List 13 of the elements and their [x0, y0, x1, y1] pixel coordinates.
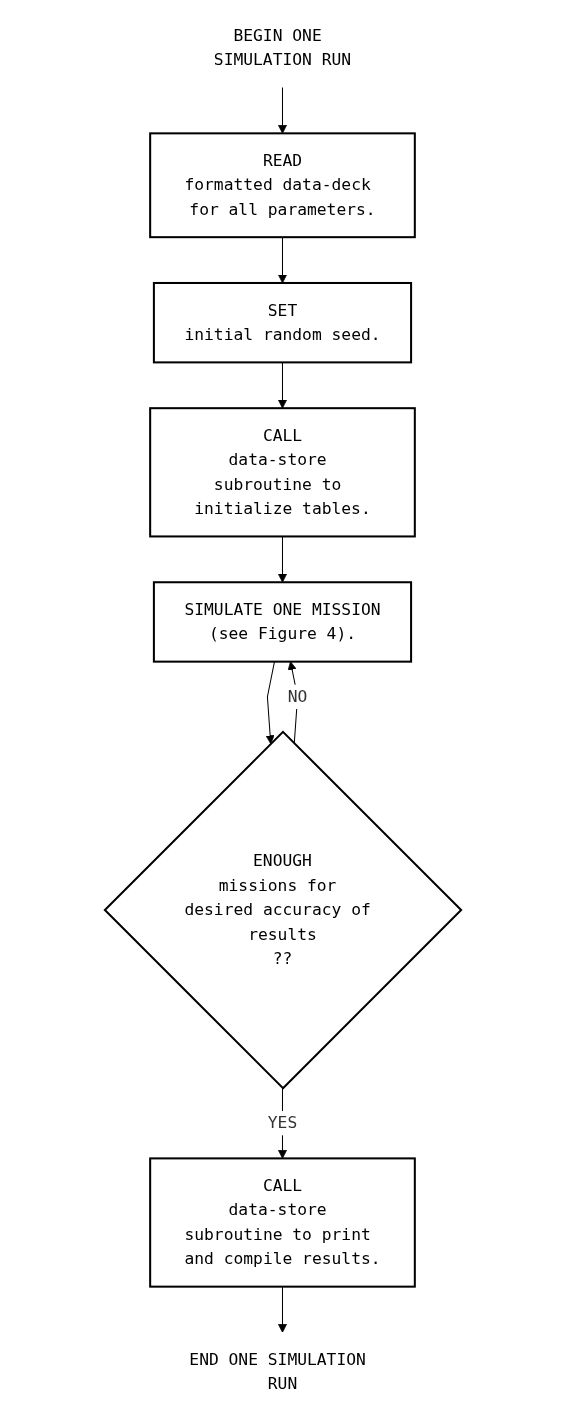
node-box: READ formatted data-deck for all parameters. — [149, 132, 416, 239]
node-box: SIMULATE ONE MISSION (see Figure 4). — [152, 581, 413, 663]
edge-label: YES — [267, 1113, 298, 1133]
arrow — [265, 661, 275, 745]
node-text: END ONE SIMULATION RUN — [189, 1349, 366, 1394]
node-box: CALL data-store subroutine to initialize tables. — [149, 407, 416, 538]
node-box: CALL data-store subroutine to print and compile results. — [149, 1157, 416, 1288]
node-box: SET initial random seed. — [152, 281, 413, 364]
arrow — [278, 87, 287, 134]
edge-label: NO — [287, 686, 308, 706]
node-diamond: ENOUGH missions for desired accuracy of results ?? — [103, 730, 463, 1090]
node-text: BEGIN ONE SIMULATION RUN — [213, 25, 352, 70]
arrow — [278, 1286, 287, 1333]
